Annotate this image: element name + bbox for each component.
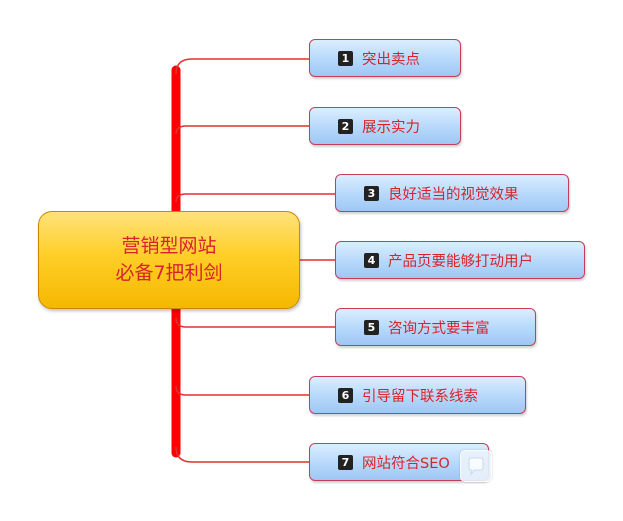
- topic-label: 突出卖点: [362, 51, 420, 68]
- number-badge: 4: [364, 252, 379, 268]
- central-topic: 营销型网站 必备7把利剑: [38, 211, 300, 309]
- topic-label: 引导留下联系线索: [362, 388, 478, 405]
- topic-label: 展示实力: [362, 119, 420, 136]
- topic-node-4: 4 产品页要能够打动用户: [335, 241, 585, 279]
- spine-bottom-curve: [175, 446, 310, 463]
- topic-node-2: 2 展示实力: [309, 107, 461, 145]
- number-badge: 2: [338, 118, 353, 134]
- number-badge: 7: [338, 454, 353, 470]
- branch-5: [175, 317, 335, 328]
- topic-node-3: 3 良好适当的视觉效果: [335, 174, 569, 212]
- number-badge: 6: [338, 387, 353, 403]
- watermark-icon: [460, 450, 492, 482]
- topic-node-7: 7 网站符合SEO: [309, 443, 489, 481]
- topic-node-5: 5 咨询方式要丰富: [335, 308, 536, 346]
- topic-label: 咨询方式要丰富: [388, 320, 490, 337]
- central-title-line2: 必备7把利剑: [115, 262, 223, 284]
- branch-2: [175, 125, 310, 135]
- branch-3: [175, 193, 335, 203]
- topic-node-6: 6 引导留下联系线索: [309, 376, 526, 414]
- topic-label: 良好适当的视觉效果: [388, 186, 519, 203]
- branch-6: [175, 385, 310, 396]
- number-badge: 1: [338, 50, 353, 66]
- number-badge: 3: [364, 185, 379, 201]
- spine-top-curve: [175, 58, 310, 75]
- topic-label: 网站符合SEO: [362, 455, 450, 472]
- number-badge: 5: [364, 319, 379, 335]
- topic-node-1: 1 突出卖点: [309, 39, 461, 77]
- central-title-line1: 营销型网站: [121, 235, 217, 257]
- topic-label: 产品页要能够打动用户: [388, 253, 533, 270]
